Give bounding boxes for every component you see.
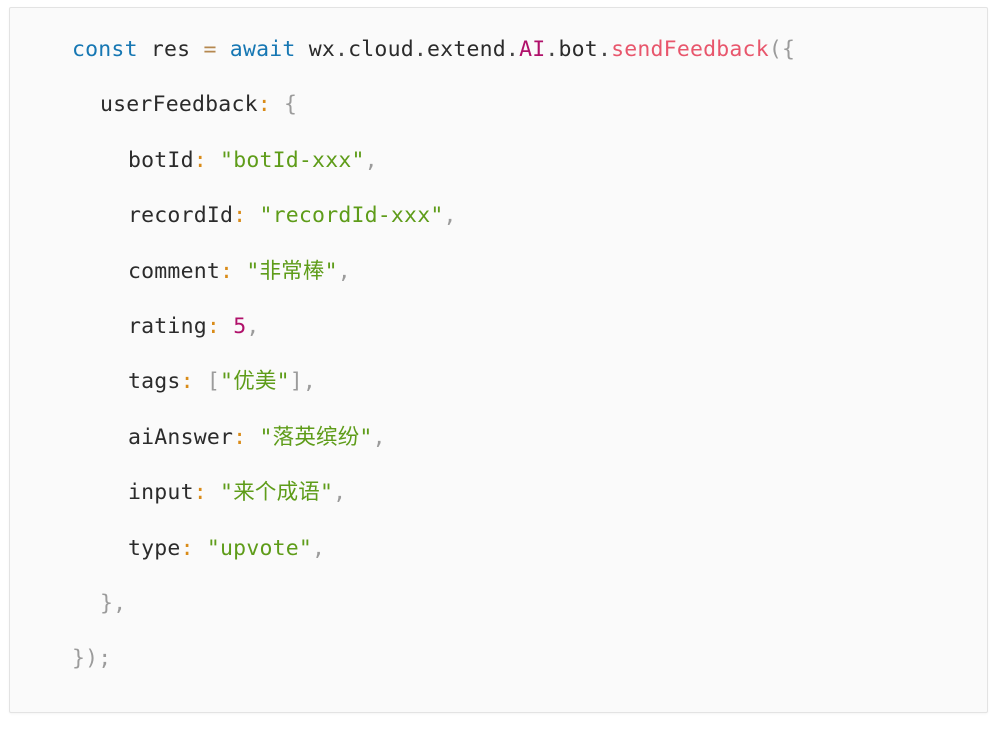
code-token-plain [207,480,220,505]
code-token-property: recordId [128,203,234,229]
code-token-dot: . [413,37,428,62]
code-line: comment: "非常棒", [10,244,987,299]
code-token-plain [217,37,230,62]
code-token-plain [207,148,220,173]
code-token-colon: : [180,369,194,395]
code-token-plain: extend [427,37,506,62]
code-line: tags: ["优美"], [10,354,987,409]
code-token-plain: res [150,37,191,62]
code-token-plain [246,203,259,228]
code-line: const res = await wx.cloud.extend.AI.bot… [10,22,987,77]
code-line: }, [10,576,987,631]
code-token-property: aiAnswer [128,424,234,450]
code-lines-container: const res = await wx.cloud.extend.AI.bot… [10,22,987,687]
code-token-operator: = [203,37,217,62]
code-token-colon: : [193,147,207,173]
code-token-plain: cloud [348,37,414,62]
code-token-dot: . [597,37,612,62]
code-token-plain [190,37,203,62]
code-token-plain [194,536,207,561]
code-token-dot: . [334,37,349,62]
code-token-plain [220,314,233,339]
code-line: botId: "botId-xxx", [10,133,987,188]
code-token-keyword: const [72,37,138,62]
code-token-property: rating [128,313,207,339]
code-token-punct: , [372,424,386,450]
code-token-property: userFeedback [100,92,258,118]
code-token-string: "botId-xxx" [220,147,365,173]
code-token-punct: }, [100,590,127,616]
code-token-property: type [128,535,181,561]
code-token-punct: { [284,92,298,118]
code-token-plain [296,37,309,62]
code-token-punct: , [333,480,347,506]
code-token-punct: [ [206,369,221,395]
code-token-property: tags [128,369,181,395]
code-token-constant: AI [519,37,546,62]
code-line: rating: 5, [10,299,987,354]
code-token-string: "upvote" [206,535,313,561]
code-block: const res = await wx.cloud.extend.AI.bot… [9,7,988,713]
code-token-property: botId [128,147,194,173]
code-token-colon: : [193,480,207,506]
code-token-colon: : [206,313,221,339]
code-line: aiAnswer: "落英缤纷", [10,410,987,465]
code-line: recordId: "recordId-xxx", [10,188,987,243]
code-token-punct: , [302,369,317,395]
code-token-punct: , [312,535,326,561]
code-token-colon: : [220,258,234,284]
code-token-string: "落英缤纷" [259,424,373,450]
code-token-plain [194,369,207,394]
code-token-plain [233,259,246,284]
code-token-punct: , [246,313,260,339]
code-token-colon: : [180,535,194,561]
code-token-property: input [128,480,194,506]
code-token-keyword: await [229,37,296,62]
code-token-dot: . [505,37,520,62]
code-token-function: sendFeedback [611,37,769,62]
code-token-plain [138,37,151,62]
code-token-property: comment [128,258,221,284]
code-token-plain: wx [308,37,335,62]
code-token-punct: , [337,258,351,284]
code-token-string: "优美" [220,369,290,395]
code-token-punct: , [443,203,457,229]
code-token-plain [271,92,284,117]
code-token-punct: ({ [768,37,796,62]
code-token-colon: : [233,424,247,450]
code-token-string: "非常棒" [246,258,338,284]
code-token-colon: : [233,203,247,229]
code-token-string: "recordId-xxx" [259,203,444,229]
code-line: type: "upvote", [10,521,987,576]
code-line: }); [10,631,987,686]
code-token-punct: }); [72,646,112,672]
code-token-punct: ] [289,369,303,395]
code-token-colon: : [257,92,271,118]
code-token-string: "来个成语" [220,480,334,506]
code-token-punct: , [364,147,378,173]
code-token-number: 5 [233,313,247,339]
code-line: userFeedback: { [10,77,987,132]
code-token-dot: . [545,37,559,62]
code-line: input: "来个成语", [10,465,987,520]
code-token-plain [246,425,259,450]
code-token-plain: bot [558,37,598,62]
